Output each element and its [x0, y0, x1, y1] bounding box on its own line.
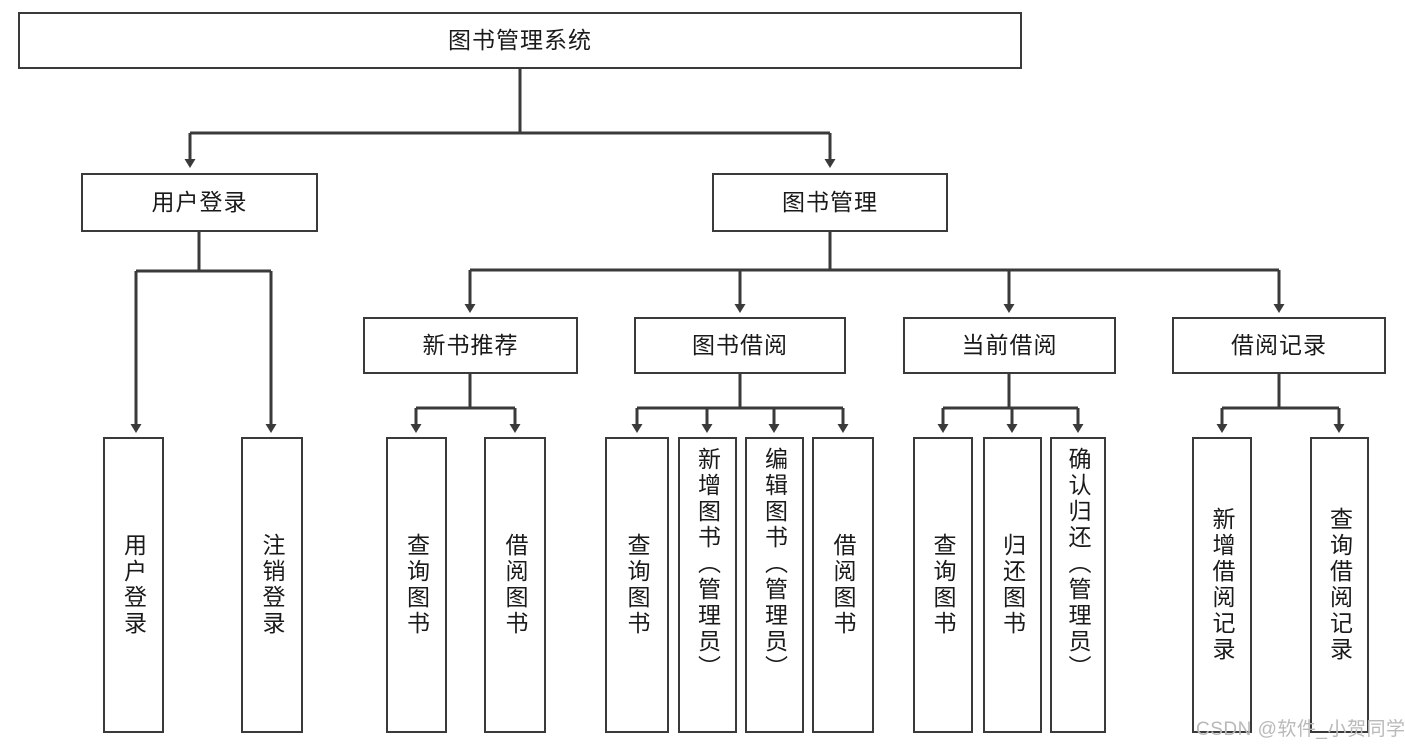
- leaf-query-record[interactable]: 查询借阅记录: [1310, 437, 1369, 733]
- node-book-management[interactable]: 图书管理: [712, 173, 948, 232]
- leaf-user-login[interactable]: 用户登录: [103, 437, 164, 733]
- leaf-borrow-book-1[interactable]: 借阅图书: [484, 437, 546, 733]
- node-user-login[interactable]: 用户登录: [81, 173, 318, 232]
- csdn-watermark: CSDN @软件_小贺同学: [1196, 719, 1405, 740]
- leaf-query-book-3[interactable]: 查询图书: [913, 437, 973, 733]
- leaf-borrow-book-2[interactable]: 借阅图书: [812, 437, 874, 733]
- node-new-book-recommend[interactable]: 新书推荐: [363, 317, 578, 374]
- node-root[interactable]: 图书管理系统: [18, 12, 1022, 69]
- leaf-logout[interactable]: 注销登录: [241, 437, 303, 733]
- node-book-borrow[interactable]: 图书借阅: [634, 317, 846, 374]
- leaf-confirm-return[interactable]: 确认归还（管理员）: [1050, 437, 1106, 733]
- leaf-add-book[interactable]: 新增图书（管理员）: [678, 437, 737, 733]
- leaf-query-book-2[interactable]: 查询图书: [605, 437, 669, 733]
- leaf-add-record[interactable]: 新增借阅记录: [1192, 437, 1252, 733]
- node-borrow-record[interactable]: 借阅记录: [1172, 317, 1386, 374]
- leaf-return-book[interactable]: 归还图书: [983, 437, 1042, 733]
- node-current-borrow[interactable]: 当前借阅: [903, 317, 1116, 374]
- leaf-query-book-1[interactable]: 查询图书: [386, 437, 447, 733]
- leaf-edit-book[interactable]: 编辑图书（管理员）: [745, 437, 804, 733]
